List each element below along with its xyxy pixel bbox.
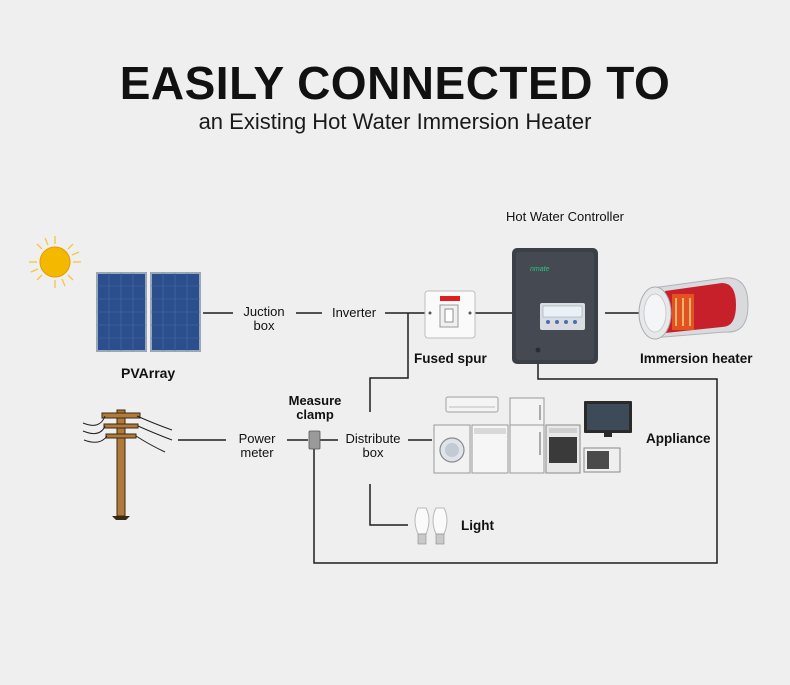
measure-clamp-label: Measure clamp [288, 393, 342, 422]
measure-clamp-icon [308, 430, 321, 450]
solar-panel-icon [96, 272, 201, 352]
junction-box-label: Juction box [243, 304, 285, 333]
connection-lines [178, 312, 718, 564]
line-distribute-to-light [369, 484, 408, 526]
line-spur-to-clamp [369, 313, 409, 412]
svg-text:nmate: nmate [530, 266, 550, 273]
appliances-icon [433, 396, 632, 474]
utility-pole-icon [82, 409, 173, 520]
sun-icon [29, 236, 81, 288]
power-meter-label: Power meter [238, 431, 276, 460]
inverter-label: Inverter [331, 305, 377, 320]
fused-spur-label: Fused spur [414, 351, 487, 366]
pv-array-label: PVArray [121, 365, 176, 381]
immersion-heater-label: Immersion heater [640, 351, 753, 366]
fused-spur-icon [424, 290, 476, 339]
light-label: Light [461, 518, 494, 533]
page-subtitle: an Existing Hot Water Immersion Heater [198, 109, 592, 134]
hot-water-controller-label: Hot Water Controller [506, 209, 624, 224]
appliance-label: Appliance [646, 431, 711, 446]
hot-water-controller-icon: nmate [512, 248, 598, 364]
light-bulb-icon [414, 507, 448, 545]
page-title: EASILY CONNECTED TO [119, 57, 671, 109]
immersion-heater-icon [638, 277, 749, 340]
distribute-box-label: Distribute box [345, 431, 401, 460]
line-clamp-to-controller [313, 345, 718, 564]
